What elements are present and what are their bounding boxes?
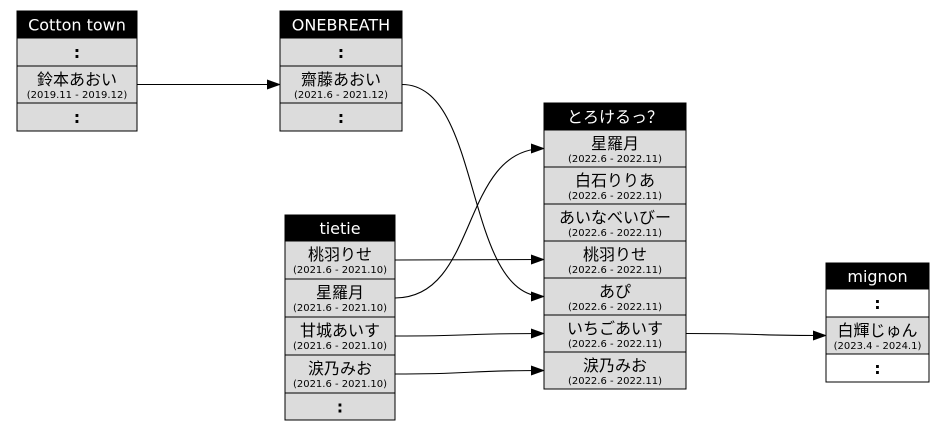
row-ellipsis: :: [16, 102, 138, 132]
member-row: あぴ(2022.6 - 2022.11): [543, 277, 687, 316]
row-ellipsis: :: [16, 37, 138, 67]
member-period: (2022.6 - 2022.11): [568, 302, 662, 313]
member-row: 鈴本あおい(2019.11 - 2019.12): [16, 65, 138, 104]
edge-torokerutsu-to-mignon: [685, 330, 827, 341]
row-box: [825, 353, 930, 383]
group-header: [825, 262, 930, 290]
member-period: (2019.11 - 2019.12): [27, 90, 128, 101]
row-box: [284, 392, 396, 421]
member-row: 白輝じゅん(2023.4 - 2024.1): [825, 316, 930, 355]
member-period: (2022.6 - 2022.11): [568, 376, 662, 387]
member-period: (2022.6 - 2022.11): [568, 339, 662, 350]
member-row: あいなべいびー(2022.6 - 2022.11): [543, 203, 687, 242]
row-box: [543, 129, 687, 168]
member-period: (2021.6 - 2021.12): [294, 90, 388, 101]
member-row: 星羅月(2021.6 - 2021.10): [284, 278, 396, 318]
member-row: いちごあいす(2022.6 - 2022.11): [543, 314, 687, 353]
group-cotton: Cotton town: 鈴本あおい(2019.11 - 2019.12):: [16, 10, 138, 132]
member-row: 桃羽りせ(2022.6 - 2022.11): [543, 240, 687, 279]
member-name: 白石りりあ: [575, 171, 655, 190]
member-name: 涙乃みお: [583, 356, 647, 375]
member-name: 星羅月: [316, 283, 364, 302]
member-period: (2022.6 - 2022.11): [568, 154, 662, 165]
row-box: [16, 65, 138, 104]
group-title: mignon: [847, 267, 907, 286]
row-box: [284, 240, 396, 280]
member-name: 甘城あいす: [300, 321, 380, 340]
ellipsis-marker: :: [338, 43, 344, 62]
row-box: [543, 277, 687, 316]
ellipsis-marker: :: [338, 108, 344, 127]
member-name: 白輝じゅん: [837, 321, 917, 340]
group-title: とろけるっ？: [567, 108, 663, 127]
row-box: [279, 102, 403, 132]
row-box: [279, 37, 403, 67]
row-box: [543, 166, 687, 205]
member-name: 涙乃みお: [308, 359, 372, 378]
group-title: Cotton town: [28, 16, 126, 35]
row-box: [825, 316, 930, 355]
row-box: [543, 314, 687, 353]
group-mignon: mignon: 白輝じゅん(2023.4 - 2024.1):: [825, 262, 930, 383]
group-header: [284, 214, 396, 242]
edges-layer: [137, 79, 827, 376]
member-row: 白石りりあ(2022.6 - 2022.11): [543, 166, 687, 205]
member-period: (2022.6 - 2022.11): [568, 265, 662, 276]
edge-tietie-to-torokerutsu: [394, 254, 545, 265]
ellipsis-marker: :: [874, 359, 880, 378]
edge-onebreath-to-torokerutsu: [401, 83, 545, 302]
member-name: 桃羽りせ: [583, 245, 647, 264]
member-row: 涙乃みお(2022.6 - 2022.11): [543, 351, 687, 390]
group-header: [279, 10, 403, 39]
member-row: 涙乃みお(2021.6 - 2021.10): [284, 354, 396, 394]
member-period: (2021.6 - 2021.10): [293, 265, 387, 276]
member-period: (2022.6 - 2022.11): [568, 191, 662, 202]
edge-tietie-to-torokerutsu: [394, 365, 545, 376]
member-name: いちごあいす: [567, 319, 663, 338]
row-box: [284, 354, 396, 394]
group-header: [543, 102, 687, 131]
row-ellipsis: :: [825, 288, 930, 318]
ellipsis-marker: :: [874, 294, 880, 313]
ellipsis-marker: :: [337, 398, 343, 417]
member-name: 鈴本あおい: [37, 70, 117, 89]
member-row: 齋藤あおい(2021.6 - 2021.12): [279, 65, 403, 104]
member-row: 桃羽りせ(2021.6 - 2021.10): [284, 240, 396, 280]
member-period: (2021.6 - 2021.10): [293, 303, 387, 314]
group-torokerutsu: とろけるっ？星羅月(2022.6 - 2022.11)白石りりあ(2022.6 …: [543, 102, 687, 390]
member-period: (2021.6 - 2021.10): [293, 379, 387, 390]
group-title: tietie: [319, 219, 360, 238]
row-box: [284, 278, 396, 318]
member-period: (2022.6 - 2022.11): [568, 228, 662, 239]
row-ellipsis: :: [825, 353, 930, 383]
ellipsis-marker: :: [74, 108, 80, 127]
member-period: (2023.4 - 2024.1): [834, 341, 922, 352]
edge-tietie-to-torokerutsu: [394, 328, 545, 339]
row-ellipsis: :: [279, 102, 403, 132]
group-title: ONEBREATH: [292, 16, 390, 35]
row-box: [16, 102, 138, 132]
row-box: [279, 65, 403, 104]
row-ellipsis: :: [284, 392, 396, 421]
ellipsis-marker: :: [74, 43, 80, 62]
row-box: [284, 316, 396, 356]
member-period: (2021.6 - 2021.10): [293, 341, 387, 352]
member-name: あぴ: [599, 282, 631, 301]
member-name: 齋藤あおい: [301, 70, 381, 89]
member-name: 星羅月: [591, 134, 639, 153]
member-row: 星羅月(2022.6 - 2022.11): [543, 129, 687, 168]
nodes-layer: Cotton town:鈴本あおい(2019.11 - 2019.12):ONE…: [16, 10, 930, 421]
member-name: 桃羽りせ: [308, 245, 372, 264]
group-onebreath: ONEBREATH: 齋藤あおい(2021.6 - 2021.12):: [279, 10, 403, 132]
row-ellipsis: :: [279, 37, 403, 67]
member-row: 甘城あいす(2021.6 - 2021.10): [284, 316, 396, 356]
row-box: [543, 351, 687, 390]
edge-tietie-to-torokerutsu: [394, 143, 545, 299]
member-name: あいなべいびー: [559, 208, 671, 227]
